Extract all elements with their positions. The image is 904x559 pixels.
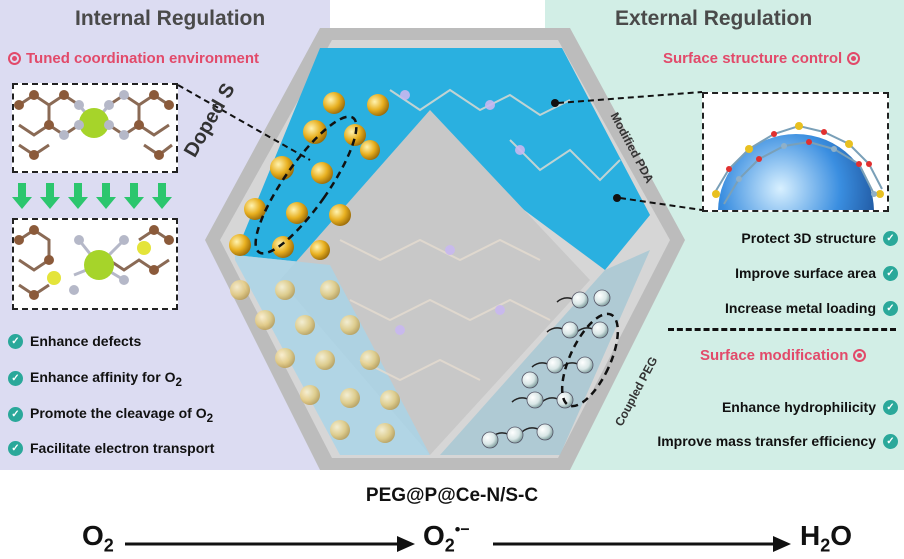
material-name: PEG@P@Ce-N/S-C xyxy=(365,485,539,506)
arrow-1 xyxy=(125,536,415,552)
target-icon xyxy=(853,349,867,362)
check-icon: ✓ xyxy=(8,333,23,349)
pda-sphere-svg xyxy=(712,122,884,290)
item-text: Improve mass transfer efficiency xyxy=(657,433,876,449)
item-text: Improve surface area xyxy=(735,265,876,281)
right-item-4: Enhance hydrophilicity ✓ xyxy=(722,399,898,415)
item-text-sub: 2 xyxy=(175,375,182,389)
right-item-5: Improve mass transfer efficiency ✓ xyxy=(657,433,898,449)
product-tail: O xyxy=(830,520,853,551)
check-icon: ✓ xyxy=(8,371,23,387)
leader-line-left xyxy=(177,84,311,161)
item-text: Enhance defects xyxy=(30,333,142,349)
reactant-symbol: O xyxy=(82,520,104,551)
reactant-subscript: 2 xyxy=(103,535,114,556)
right-divider xyxy=(668,328,896,331)
surface-modification-heading: Surface modification xyxy=(700,347,867,364)
doped-s-ellipse xyxy=(254,115,358,255)
sulfur-atoms xyxy=(229,92,389,260)
check-icon: ✓ xyxy=(8,440,23,456)
target-icon xyxy=(847,52,861,65)
external-regulation-title: External Regulation xyxy=(615,7,813,30)
right-item-2: Improve surface area ✓ xyxy=(735,265,898,281)
cerium-atom xyxy=(79,108,109,138)
item-text: Facilitate electron transport xyxy=(30,440,215,456)
polyhedron-figure xyxy=(205,28,703,470)
item-text: Increase metal loading xyxy=(725,300,876,316)
lattice-before-svg xyxy=(14,90,174,160)
lattice-after-svg xyxy=(14,225,174,300)
pda-sphere-box xyxy=(702,92,889,290)
check-icon: ✓ xyxy=(883,230,898,246)
left-item-2: ✓ Enhance affinity for O2 xyxy=(8,369,182,389)
check-icon: ✓ xyxy=(883,300,898,316)
intermediate-superoxide: O2•− xyxy=(423,520,470,557)
facet-upper-right xyxy=(430,48,650,270)
tuned-coordination-heading: Tuned coordination environment xyxy=(8,50,259,67)
target-icon xyxy=(8,52,21,65)
intermediate-superscript: •− xyxy=(454,521,470,539)
coupled-peg-ellipse xyxy=(560,312,620,408)
left-item-4: ✓ Facilitate electron transport xyxy=(8,440,214,456)
internal-regulation-title: Internal Regulation xyxy=(75,7,266,30)
item-text-main: Promote the cleavage of O xyxy=(30,405,207,421)
right-item-1: Protect 3D structure ✓ xyxy=(741,230,898,246)
surface-structure-heading: Surface structure control xyxy=(663,50,861,67)
intermediate-symbol: O xyxy=(423,520,445,551)
sulfur-atom xyxy=(137,241,151,255)
product-symbol: H xyxy=(800,520,821,551)
right-item-3: Increase metal loading ✓ xyxy=(725,300,898,316)
check-icon: ✓ xyxy=(883,433,898,449)
item-text-main: Enhance affinity for O xyxy=(30,369,176,385)
item-text: Enhance hydrophilicity xyxy=(721,399,876,415)
left-item-1: ✓ Enhance defects xyxy=(8,333,141,349)
tuned-coordination-text: Tuned coordination environment xyxy=(26,50,260,67)
left-item-3: ✓ Promote the cleavage of O2 xyxy=(8,405,213,425)
item-text: Enhance affinity for O2 xyxy=(30,369,182,389)
lattice-box-before xyxy=(12,83,178,173)
green-arrows xyxy=(12,183,172,209)
arrow-2 xyxy=(493,536,791,552)
reactant-o2: O2 xyxy=(82,520,114,557)
item-text-sub: 2 xyxy=(206,411,214,425)
item-text: Promote the cleavage of O2 xyxy=(30,405,213,425)
check-icon: ✓ xyxy=(8,407,23,423)
lattice-box-after xyxy=(12,218,178,310)
check-icon: ✓ xyxy=(883,399,898,415)
cerium-atom-doped xyxy=(84,250,114,280)
check-icon: ✓ xyxy=(883,265,898,281)
surface-modification-text: Surface modification xyxy=(700,347,849,364)
surface-structure-text: Surface structure control xyxy=(663,50,843,67)
product-water: H2O xyxy=(800,520,852,557)
product-subscript: 2 xyxy=(820,535,831,556)
sulfur-atom xyxy=(47,271,61,285)
peg-chains xyxy=(481,289,620,449)
item-text: Protect 3D structure xyxy=(741,230,876,246)
intermediate-subscript: 2 xyxy=(444,535,455,556)
